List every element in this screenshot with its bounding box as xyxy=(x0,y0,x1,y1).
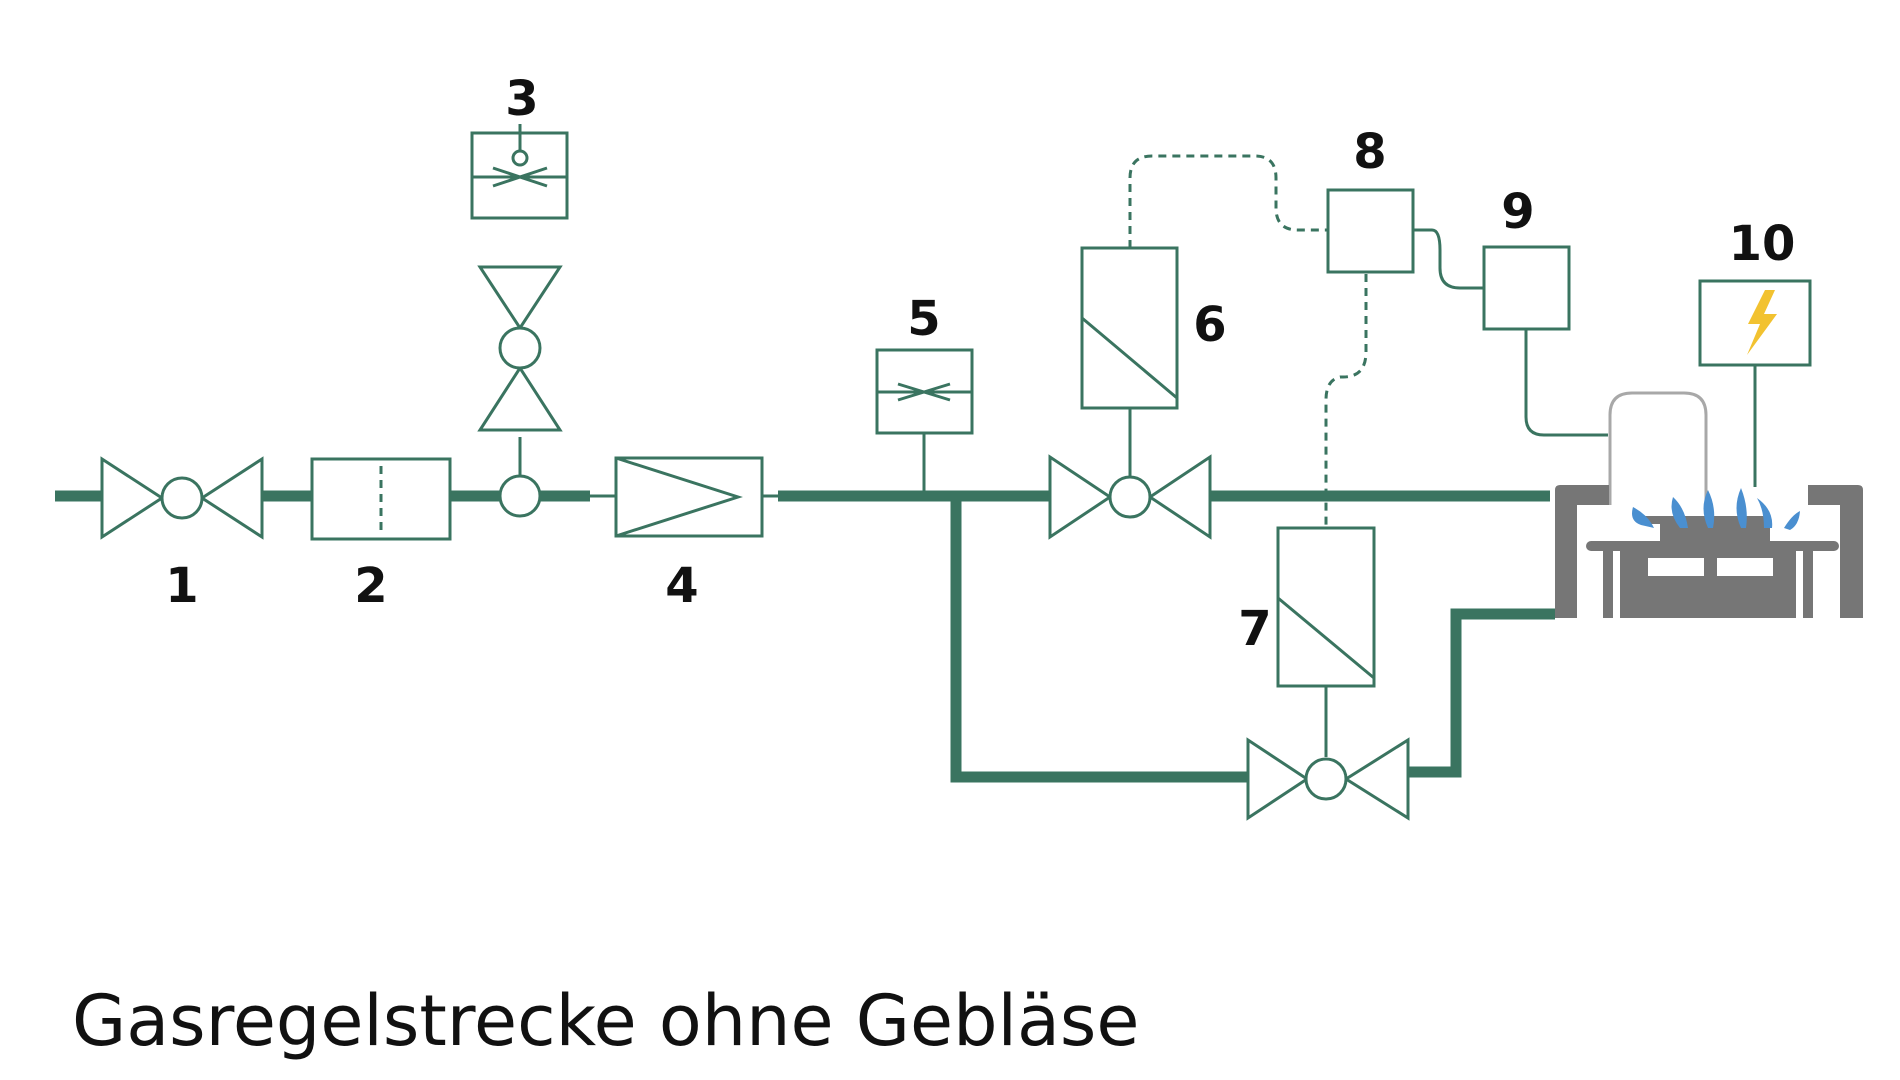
flame-sensor-probe xyxy=(1608,391,1708,505)
ignition-transformer-10 xyxy=(1698,279,1812,487)
shutoff-valve-1 xyxy=(100,456,264,540)
label-8: 8 xyxy=(1353,124,1386,180)
flame-monitor-9 xyxy=(1413,228,1608,437)
pressure-regulator-4 xyxy=(614,456,764,538)
label-10: 10 xyxy=(1729,216,1796,272)
label-3: 3 xyxy=(505,71,538,127)
label-4: 4 xyxy=(665,558,698,614)
solenoid-valve-6 xyxy=(1048,246,1212,540)
label-5: 5 xyxy=(907,291,940,347)
gas-filter-2 xyxy=(310,457,452,541)
label-7: 7 xyxy=(1238,601,1271,657)
pressure-switch-5 xyxy=(875,348,974,496)
control-unit-8 xyxy=(1128,154,1415,528)
label-2: 2 xyxy=(354,558,387,614)
burner-cutouts xyxy=(1648,558,1773,576)
label-1: 1 xyxy=(165,558,198,614)
lightning-icon xyxy=(1747,290,1777,355)
solenoid-valve-7 xyxy=(1246,526,1410,821)
bypass-pipeline xyxy=(950,496,1555,783)
label-9: 9 xyxy=(1501,184,1534,240)
pressure-gauge-3 xyxy=(470,124,569,518)
flame-icon xyxy=(1632,488,1800,530)
label-6: 6 xyxy=(1193,297,1226,353)
diagram-caption: Gasregelstrecke ohne Gebläse xyxy=(72,980,1139,1062)
